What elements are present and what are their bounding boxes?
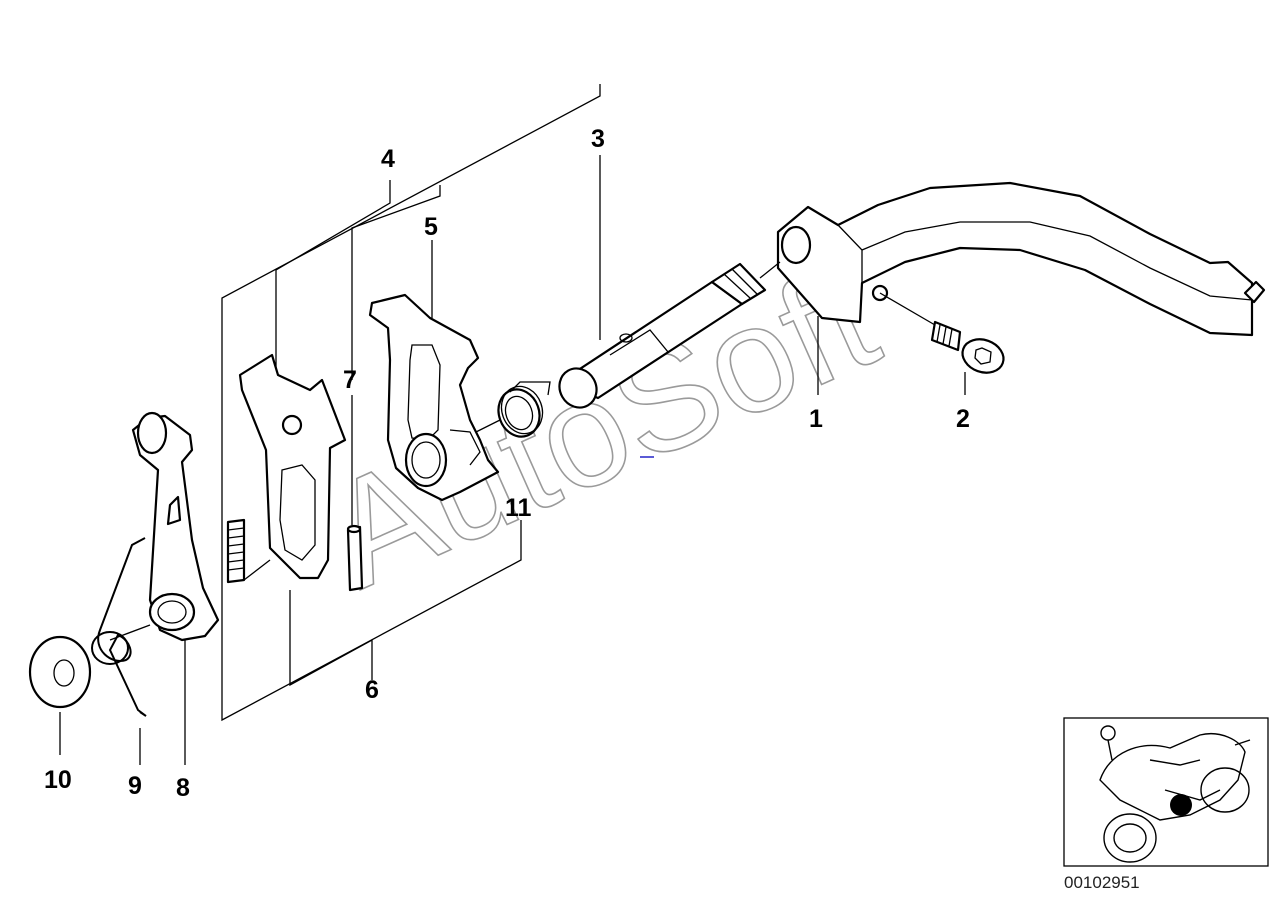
bracket-3	[221, 84, 601, 722]
callout-9: 9	[128, 772, 142, 800]
shift-shaft	[558, 261, 781, 409]
compression-spring	[226, 518, 271, 584]
selector-plate	[368, 293, 500, 502]
callout-5: 5	[424, 213, 438, 241]
callout-3: 3	[591, 125, 605, 153]
bracket-6	[289, 590, 373, 687]
callout-7: 7	[343, 366, 357, 394]
torsion-spring	[91, 537, 147, 765]
callout-2: 2	[956, 405, 970, 433]
spring-clip	[459, 381, 551, 441]
bracket-plate	[238, 353, 347, 580]
callout-8: 8	[176, 774, 190, 802]
group-brackets	[221, 84, 601, 722]
callout-6: 6	[365, 676, 379, 704]
motorcycle-locator	[1063, 717, 1269, 867]
lever-arm	[109, 411, 220, 765]
hex-screw	[879, 292, 1005, 395]
bracket-5	[351, 185, 441, 380]
shift-lever	[776, 181, 1266, 395]
callout-1: 1	[809, 405, 823, 433]
highlight-dot	[1170, 794, 1192, 816]
callout-10: 10	[44, 766, 72, 794]
washer	[28, 635, 92, 755]
bracket-4	[275, 180, 391, 375]
callouts: 1 2 3 4 5 6 7 8 9 10 11	[44, 125, 970, 802]
pin	[346, 524, 364, 592]
callout-4: 4	[381, 145, 395, 173]
image-code: 00102951	[1064, 873, 1140, 892]
callout-11: 11	[505, 494, 532, 522]
